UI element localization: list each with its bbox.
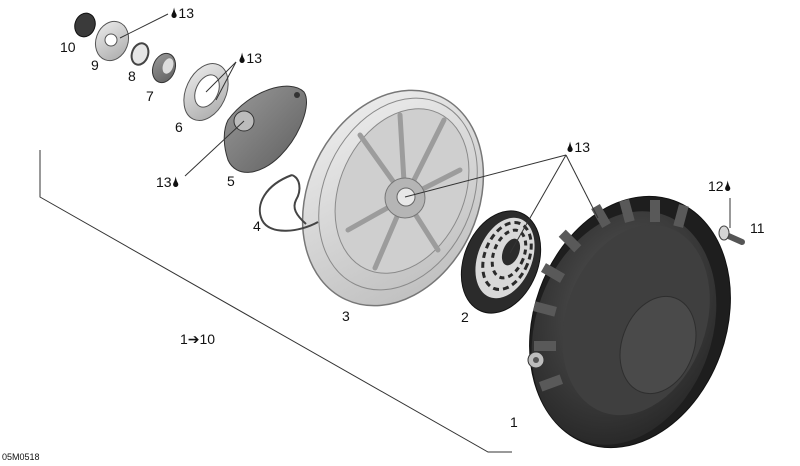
lubricant-callout-13-b: 🌢13 [238, 50, 262, 66]
part-2-rewind-spring [460, 210, 542, 314]
drop-icon: 🌢 [171, 174, 180, 190]
callout-9: 9 [91, 57, 99, 73]
part-4-rope-loop [258, 174, 319, 232]
callout-2: 2 [461, 309, 469, 325]
callout-4: 4 [253, 218, 261, 234]
callout-10: 10 [60, 39, 76, 55]
lubricant-callout-12: 12🌢 [708, 178, 732, 194]
group-bracket-line [39, 150, 512, 453]
callout-8: 8 [128, 68, 136, 84]
part-7-bushing [151, 52, 177, 84]
part-5-friction-plate [223, 85, 307, 173]
callout-3: 3 [342, 308, 350, 324]
callout-range-1-10: 1➔10 [180, 331, 216, 347]
part-3-rope-pulley [301, 89, 485, 307]
part-10-screw [74, 12, 96, 38]
drop-icon: 🌢 [238, 50, 247, 66]
lubricant-callout-13-c: 13🌢 [156, 174, 180, 190]
drop-icon: 🌢 [723, 178, 732, 194]
callout-1: 1 [510, 414, 518, 430]
part-1-starter-housing [527, 195, 731, 449]
callout-6: 6 [175, 119, 183, 135]
drop-icon: 🌢 [566, 139, 575, 155]
callout-5: 5 [227, 173, 235, 189]
leader-lines [119, 13, 731, 254]
drop-icon: 🌢 [170, 5, 179, 21]
part-8-washer [130, 42, 150, 66]
callout-7: 7 [146, 88, 154, 104]
diagram-code: 05M0518 [2, 452, 40, 462]
callout-11: 11 [750, 220, 765, 236]
lubricant-callout-13-d: 🌢13 [566, 139, 590, 155]
part-9-cam-plate [94, 20, 130, 62]
part-11-bolt [718, 225, 745, 245]
lubricant-callout-13-a: 🌢13 [170, 5, 194, 21]
